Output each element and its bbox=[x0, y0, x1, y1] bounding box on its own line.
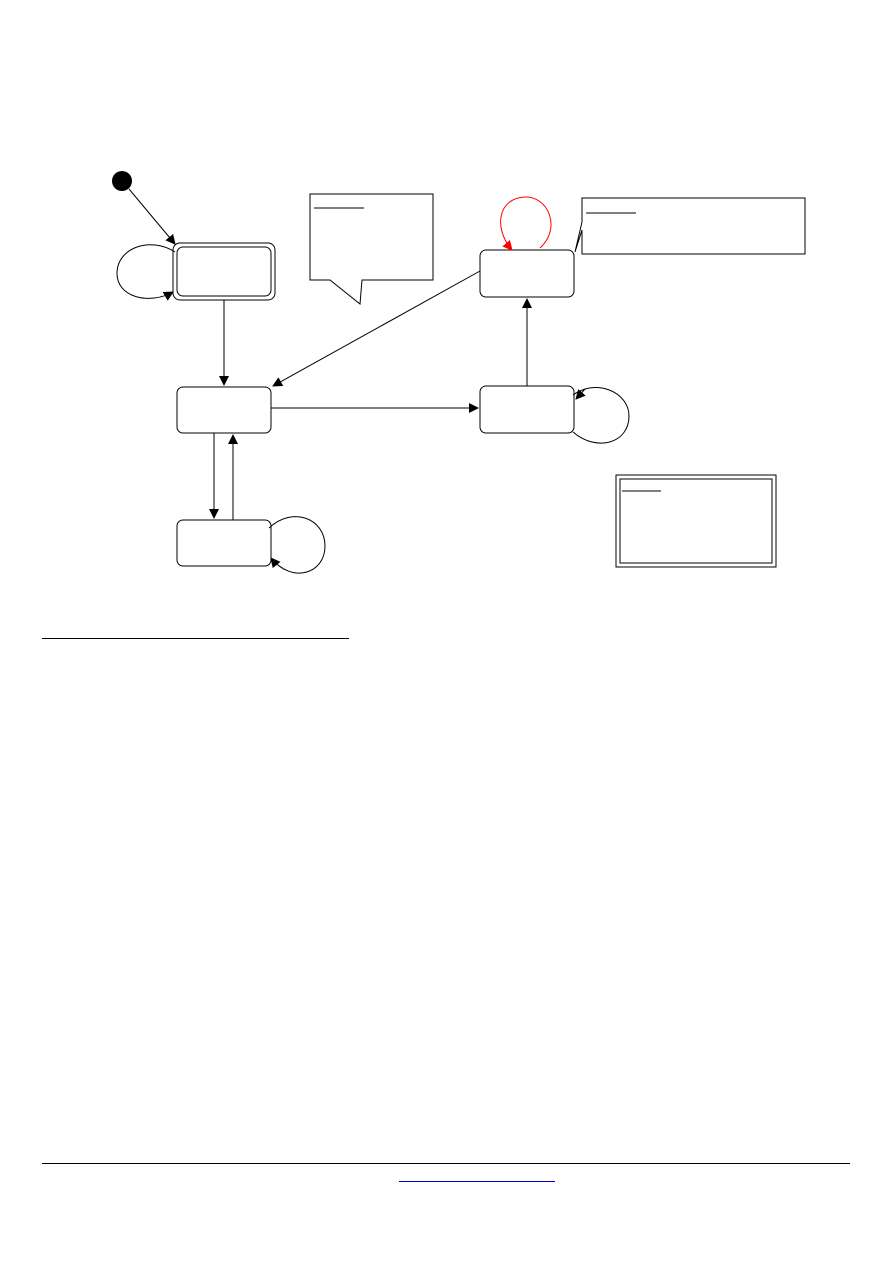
state-center bbox=[176, 386, 272, 434]
self-loop-bottom bbox=[268, 516, 326, 574]
self-loop-right-top-highlighted bbox=[500, 196, 552, 251]
transition-right-top-to-center bbox=[272, 270, 481, 387]
section-divider bbox=[42, 638, 349, 639]
self-loop-right-middle-arrowhead bbox=[575, 388, 586, 400]
legend-box bbox=[615, 474, 777, 568]
transition-initial-to-composite bbox=[128, 188, 176, 245]
callout-note-left bbox=[309, 193, 434, 305]
state-right-middle bbox=[479, 385, 575, 434]
initial-pseudostate bbox=[112, 171, 132, 191]
self-loop-right-middle bbox=[572, 387, 630, 444]
self-loop-composite bbox=[116, 244, 176, 301]
footer-divider bbox=[42, 1163, 850, 1164]
callout-note-right bbox=[574, 197, 806, 255]
footer-link-underline[interactable] bbox=[399, 1181, 555, 1182]
state-right-top bbox=[479, 249, 575, 298]
state-bottom bbox=[176, 519, 272, 567]
state-initial-composite bbox=[172, 242, 276, 301]
